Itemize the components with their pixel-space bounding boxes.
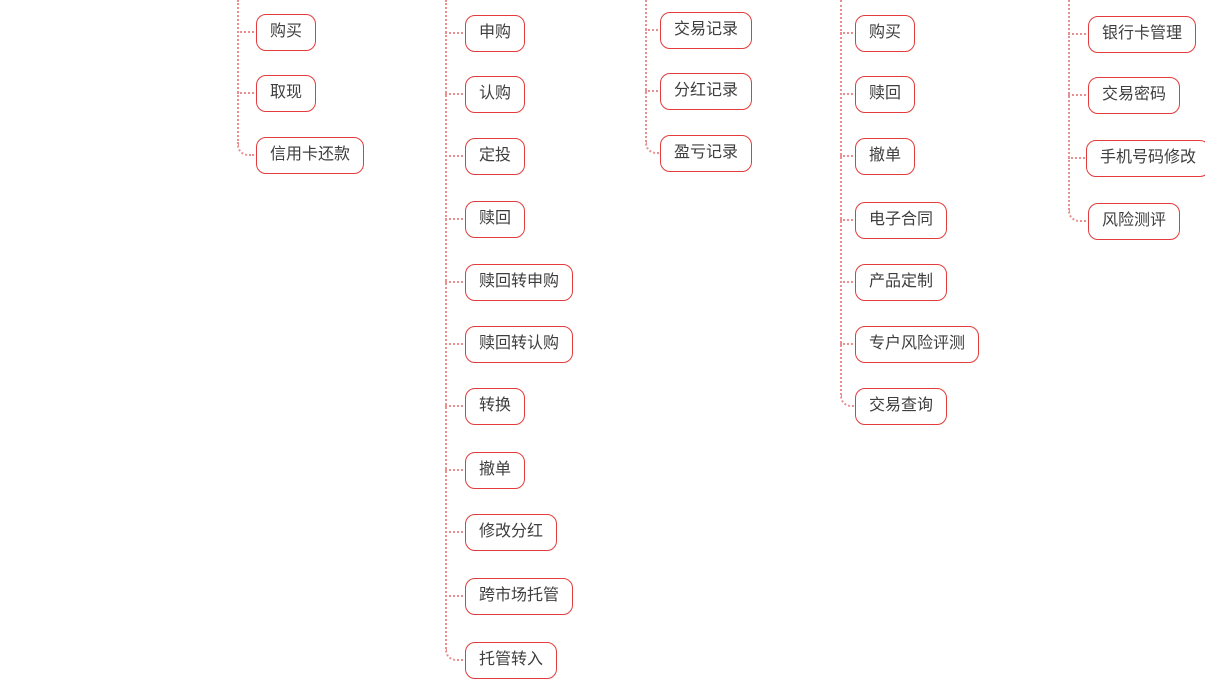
branch-connector	[445, 93, 467, 95]
branch-line	[445, 0, 447, 649]
branch-elbow	[840, 395, 854, 407]
branch-connector	[445, 155, 467, 157]
topic-node[interactable]: 赎回转申购	[465, 264, 574, 301]
branch-line	[645, 0, 647, 142]
topic-node[interactable]: 银行卡管理	[1088, 16, 1197, 53]
branch-elbow	[445, 649, 459, 661]
topic-node[interactable]: 修改分红	[465, 514, 558, 551]
branch-connector	[457, 659, 467, 661]
topic-node[interactable]: 手机号码修改	[1086, 140, 1205, 177]
branch-connector	[445, 595, 467, 597]
topic-node[interactable]: 赎回	[855, 76, 916, 113]
topic-node[interactable]: 认购	[465, 76, 526, 113]
branch-line	[1068, 0, 1070, 210]
branch-connector	[852, 405, 857, 407]
branch-elbow	[1068, 210, 1082, 222]
branch-connector	[645, 90, 662, 92]
topic-node[interactable]: 申购	[465, 15, 526, 52]
topic-node[interactable]: 撤单	[855, 138, 916, 175]
branch-connector	[237, 92, 258, 94]
branch-connector	[445, 218, 467, 220]
topic-node[interactable]: 托管转入	[465, 642, 558, 679]
topic-node[interactable]: 交易密码	[1088, 77, 1181, 114]
branch-connector	[840, 93, 857, 95]
topic-node[interactable]: 分红记录	[660, 73, 753, 110]
topic-node[interactable]: 盈亏记录	[660, 135, 753, 172]
branch-connector	[445, 281, 467, 283]
branch-line	[237, 0, 239, 144]
topic-node[interactable]: 撤单	[465, 452, 526, 489]
branch-connector	[1068, 33, 1090, 35]
topic-node[interactable]: 定投	[465, 138, 526, 175]
topic-node[interactable]: 产品定制	[855, 264, 948, 301]
branch-connector	[445, 469, 467, 471]
topic-node[interactable]: 购买	[855, 15, 916, 52]
branch-connector	[237, 31, 258, 33]
topic-node[interactable]: 购买	[256, 14, 317, 51]
branch-connector	[1068, 157, 1088, 159]
branch-line	[840, 0, 842, 395]
topic-node[interactable]: 赎回	[465, 201, 526, 238]
branch-elbow	[237, 144, 251, 156]
branch-elbow	[645, 142, 659, 154]
topic-node[interactable]: 风险测评	[1088, 203, 1181, 240]
topic-node[interactable]: 取现	[256, 75, 317, 112]
topic-node[interactable]: 交易记录	[660, 12, 753, 49]
topic-node[interactable]: 专户风险评测	[855, 326, 980, 363]
topic-node[interactable]: 转换	[465, 388, 526, 425]
branch-connector	[840, 281, 857, 283]
topic-node[interactable]: 电子合同	[855, 202, 948, 239]
branch-connector	[840, 32, 857, 34]
branch-connector	[1068, 94, 1090, 96]
topic-node[interactable]: 赎回转认购	[465, 326, 574, 363]
branch-connector	[445, 531, 467, 533]
branch-connector	[445, 32, 467, 34]
topic-node[interactable]: 跨市场托管	[465, 578, 574, 615]
branch-connector	[1080, 220, 1090, 222]
branch-connector	[249, 154, 258, 156]
branch-connector	[657, 152, 662, 154]
branch-connector	[840, 155, 857, 157]
branch-connector	[840, 343, 857, 345]
branch-connector	[445, 405, 467, 407]
branch-connector	[445, 343, 467, 345]
topic-node[interactable]: 交易查询	[855, 388, 948, 425]
topic-node[interactable]: 信用卡还款	[256, 137, 365, 174]
branch-connector	[840, 219, 857, 221]
branch-connector	[645, 29, 662, 31]
